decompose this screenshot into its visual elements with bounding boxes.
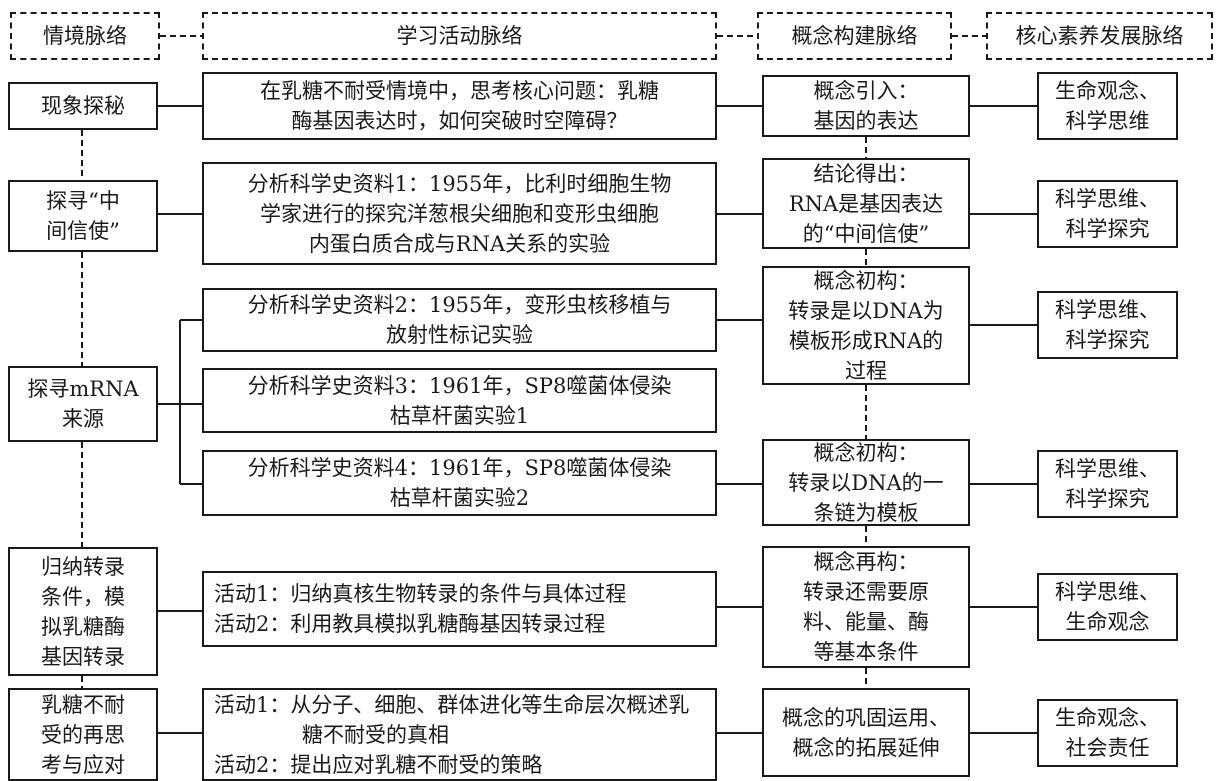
activity-text: 分析科学史资料1：1955年，比利时细胞生物 学家进行的探究洋葱根尖细胞和变形虫…	[247, 171, 672, 256]
header-literacy-label: 核心素养发展脉络	[1015, 24, 1184, 48]
activity-box-2: 分析科学史资料1：1955年，比利时细胞生物 学家进行的探究洋葱根尖细胞和变形虫…	[202, 162, 717, 265]
activity-item: 活动1：从分子、细胞、群体进化等生命层次概述乳糖不耐受的真相	[214, 692, 690, 747]
literacy-box-5: 科学思维、 生命观念	[1037, 573, 1178, 641]
literacy-text: 生命观念、 科学思维	[1055, 79, 1160, 133]
concept-box-6: 概念的巩固运用、 概念的拓展延伸	[762, 688, 970, 777]
context-box-1: 现象探秘	[8, 82, 158, 130]
literacy-text: 科学思维、 科学探究	[1055, 298, 1160, 352]
activity-item: 活动2：提出应对乳糖不耐受的策略	[214, 752, 543, 777]
activity-text: 分析科学史资料3：1961年，SP8噬菌体侵染 枯草杆菌实验1	[247, 373, 672, 428]
activity-list: 活动1：从分子、细胞、群体进化等生命层次概述乳糖不耐受的真相 活动2：提出应对乳…	[214, 690, 709, 780]
literacy-text: 科学思维、 生命观念	[1055, 580, 1160, 634]
activity-item: 活动2：利用教具模拟乳糖酶基因转录过程	[214, 612, 606, 636]
context-label: 现象探秘	[41, 94, 125, 118]
activity-text: 在乳糖不耐受情境中，思考核心问题：乳糖 酶基因表达时，如何突破时空障碍？	[260, 79, 659, 133]
literacy-box-3: 科学思维、 科学探究	[1037, 291, 1178, 359]
activity-item: 活动1：归纳真核生物转录的条件与具体过程	[214, 582, 627, 606]
concept-box-2: 结论得出： RNA是基因表达 的“中间信使”	[762, 158, 970, 249]
header-activity-label: 学习活动脉络	[396, 24, 523, 48]
header-activity: 学习活动脉络	[202, 12, 717, 60]
activity-box-6: 活动1：归纳真核生物转录的条件与具体过程 活动2：利用教具模拟乳糖酶基因转录过程	[202, 571, 717, 647]
header-concept-label: 概念构建脉络	[791, 24, 918, 48]
header-context-label: 情境脉络	[43, 24, 127, 48]
literacy-box-6: 生命观念、 社会责任	[1037, 699, 1178, 767]
header-concept: 概念构建脉络	[757, 12, 952, 60]
header-context: 情境脉络	[10, 12, 160, 60]
literacy-box-4: 科学思维、 科学探究	[1037, 450, 1178, 518]
concept-box-4: 概念初构： 转录以DNA的一 条链为模板	[762, 439, 970, 526]
literacy-box-2: 科学思维、 科学探究	[1037, 180, 1178, 248]
activity-box-7: 活动1：从分子、细胞、群体进化等生命层次概述乳糖不耐受的真相 活动2：提出应对乳…	[202, 688, 717, 781]
activity-text: 分析科学史资料4：1961年，SP8噬菌体侵染 枯草杆菌实验2	[247, 456, 672, 510]
concept-box-3: 概念初构： 转录是以DNA为 模板形成RNA的 过程	[762, 266, 970, 385]
context-label: 归纳转录 条件，模 拟乳糖酶 基因转录	[41, 554, 125, 669]
activity-list: 活动1：归纳真核生物转录的条件与具体过程 活动2：利用教具模拟乳糖酶基因转录过程	[214, 579, 626, 639]
concept-box-5: 概念再构： 转录还需要原 料、能量、酶 等基本条件	[762, 546, 970, 668]
header-literacy: 核心素养发展脉络	[986, 12, 1213, 60]
context-label: 探寻“中 间信使”	[46, 189, 120, 243]
context-label: 探寻mRNA 来源	[27, 377, 139, 431]
concept-text: 结论得出： RNA是基因表达 的“中间信使”	[788, 161, 944, 246]
activity-box-1: 在乳糖不耐受情境中，思考核心问题：乳糖 酶基因表达时，如何突破时空障碍？	[202, 72, 717, 140]
concept-text: 概念再构： 转录还需要原 料、能量、酶 等基本条件	[803, 550, 929, 664]
context-box-2: 探寻“中 间信使”	[8, 180, 158, 252]
concept-box-1: 概念引入： 基因的表达	[762, 75, 970, 137]
context-box-3: 探寻mRNA 来源	[8, 366, 158, 442]
activity-box-4: 分析科学史资料3：1961年，SP8噬菌体侵染 枯草杆菌实验1	[202, 368, 717, 433]
literacy-text: 科学思维、 科学探究	[1055, 457, 1160, 511]
context-box-5: 乳糖不耐 受的再思 考与应对	[8, 688, 158, 781]
concept-text: 概念引入： 基因的表达	[813, 79, 919, 133]
literacy-box-1: 生命观念、 科学思维	[1037, 72, 1178, 140]
context-box-4: 归纳转录 条件，模 拟乳糖酶 基因转录	[8, 547, 158, 676]
concept-text: 概念初构： 转录是以DNA为 模板形成RNA的 过程	[788, 268, 944, 383]
activity-box-3: 分析科学史资料2：1955年，变形虫核移植与 放射性标记实验	[202, 288, 717, 352]
context-label: 乳糖不耐 受的再思 考与应对	[41, 692, 125, 777]
literacy-text: 科学思维、 科学探究	[1055, 187, 1160, 241]
concept-text: 概念初构： 转录以DNA的一 条链为模板	[788, 440, 944, 525]
literacy-text: 生命观念、 社会责任	[1055, 706, 1160, 760]
activity-text: 分析科学史资料2：1955年，变形虫核移植与 放射性标记实验	[247, 293, 672, 347]
activity-box-5: 分析科学史资料4：1961年，SP8噬菌体侵染 枯草杆菌实验2	[202, 450, 717, 516]
concept-text: 概念的巩固运用、 概念的拓展延伸	[782, 705, 950, 760]
